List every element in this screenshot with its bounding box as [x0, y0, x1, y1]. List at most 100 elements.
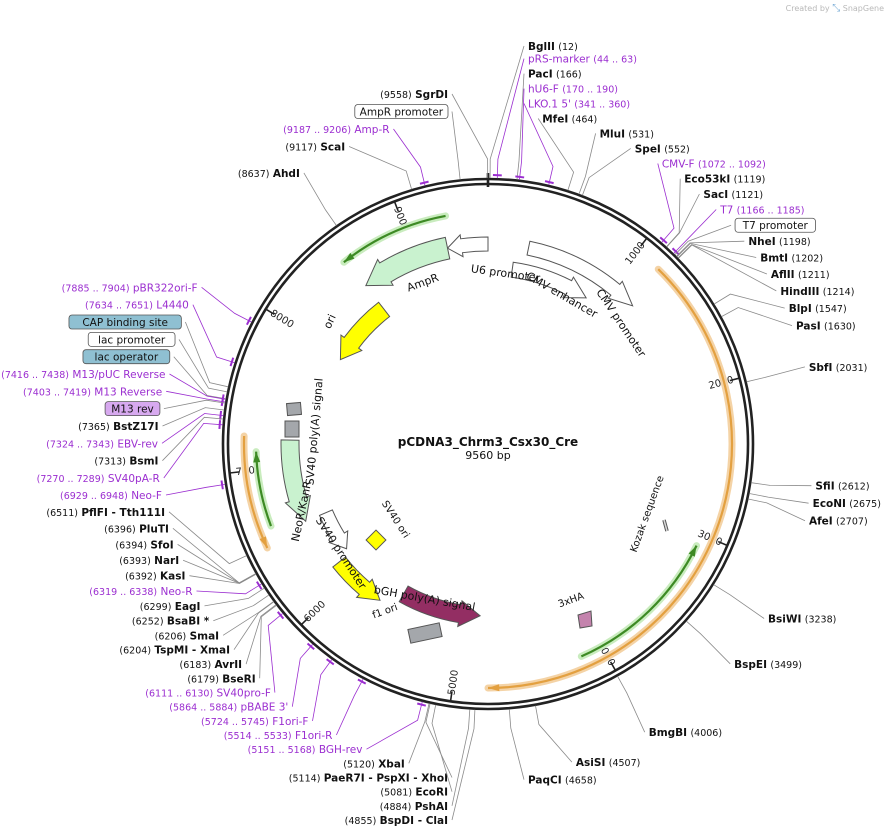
enzyme-name: AvrII [215, 659, 243, 671]
label-group: (6929 .. 6948) Neo-F [60, 480, 226, 502]
primer-name: Amp-R [354, 124, 389, 136]
primer-range: 7324 .. 7343 [50, 439, 110, 450]
enzyme-position: 1630 [828, 322, 852, 333]
enzyme-position: 1202 [795, 253, 819, 264]
enzyme-name: MluI [600, 128, 625, 140]
boxed-label: lac operator [95, 352, 159, 364]
primer-site-mark [220, 480, 224, 490]
primer-label: (6929 .. 6948) Neo-F [60, 490, 162, 502]
label-group: (4855) BspDI - ClaI [345, 709, 476, 827]
primer-name: SV40pA-R [108, 473, 160, 485]
enzyme-label: (6183) AvrII [180, 659, 243, 671]
enzyme-position: 6183 [183, 660, 207, 671]
label-group: (5114) PaeR7I - PspXI - XhoI [289, 703, 453, 785]
enzyme-label: (6511) PflFI - Tth111I [46, 507, 165, 519]
feature-cmv-promoter [526, 240, 634, 307]
feature-label: SV40 ori [379, 499, 411, 540]
enzyme-name: Eco53kI [684, 174, 730, 186]
creator-brand: SnapGene [842, 4, 884, 13]
tick-mark [300, 617, 309, 626]
enzyme-name: TspMI - XmaI [154, 645, 230, 657]
label-group: (7313) BsmI [94, 416, 224, 468]
creator-prefix: Created by [785, 4, 830, 13]
enzyme-name: BspEI [734, 659, 767, 671]
label-leader-line [169, 373, 226, 400]
primer-name: pBR322ori-F [133, 282, 198, 294]
label-leader-line [489, 45, 525, 179]
enzyme-label: BspEI (3499) [734, 659, 802, 671]
feature-label: Cre [509, 628, 530, 644]
enzyme-label: PaqCI (4658) [528, 775, 597, 787]
label-leader-line [666, 178, 681, 248]
primer-range: 44 .. 63 [597, 55, 633, 66]
enzyme-position: 6511 [50, 508, 74, 519]
primer-range: 6929 .. 6948 [64, 491, 124, 502]
label-leader-line [393, 128, 426, 186]
label-group: (5081) EcoRI [380, 704, 453, 799]
label-group: hU6-F (170 .. 190) [515, 84, 618, 180]
label-leader-line [303, 172, 337, 226]
label-group: LKO.1 5' (341 .. 360) [523, 99, 630, 186]
enzyme-position: 4507 [612, 758, 636, 769]
enzyme-label: (8637) AhdI [238, 168, 300, 180]
enzyme-name: BsmI [129, 456, 158, 468]
primer-range: 5864 .. 5884 [173, 703, 233, 714]
primer-range: 7270 .. 7289 [40, 474, 100, 485]
label-leader-line [291, 643, 314, 707]
enzyme-name: XbaI [378, 758, 405, 770]
enzyme-position: 2031 [839, 363, 863, 374]
feature-label: SV40 poly(A) signal [303, 378, 325, 486]
primer-site-mark [419, 180, 429, 185]
enzyme-name: AsiSI [576, 757, 605, 769]
label-group: AfeI (2707) [748, 498, 868, 528]
enzyme-name: PshAI [415, 801, 448, 813]
primer-label: (5864 .. 5884) pBABE 3' [169, 702, 288, 714]
enzyme-label: (6179) BseRI [187, 673, 255, 685]
enzyme-name: NarI [154, 555, 179, 567]
orf-amp-inner-arrowhead [343, 252, 355, 263]
tick-mark [229, 471, 240, 474]
enzyme-position: 5120 [347, 759, 371, 770]
label-leader-line [451, 709, 476, 821]
label-leader-line [366, 701, 423, 750]
enzyme-name: PaeR7I - PspXI - XhoI [324, 773, 448, 785]
primer-label: LKO.1 5' (341 .. 360) [528, 99, 630, 111]
snapgene-logo-icon: ⤡ [832, 3, 841, 14]
enzyme-position: 552 [668, 144, 686, 155]
enzyme-label: BmtI (1202) [760, 252, 823, 264]
enzyme-label: BglII (12) [528, 41, 578, 53]
label-group: (6392) KasI [125, 571, 257, 584]
label-leader-line [451, 111, 461, 180]
label-group: (6299) EagI [140, 587, 265, 613]
enzyme-label: SpeI (552) [635, 143, 690, 155]
label-leader-line [537, 118, 575, 191]
boxed-label: CAP binding site [82, 317, 168, 329]
label-leader-line [162, 407, 225, 427]
label-leader-line [189, 573, 257, 584]
label-leader-line [348, 146, 412, 190]
label-group: SfiI (2612) [751, 481, 870, 493]
label-leader-line [516, 73, 525, 180]
orf-cre-inner [577, 542, 701, 660]
enzyme-label: (6299) EagI [140, 601, 201, 613]
feature-sv40-promoter [318, 509, 349, 550]
label-group: BmgBI (4006) [617, 676, 722, 739]
enzyme-position: 464 [575, 114, 593, 125]
enzyme-position: 6206 [158, 631, 182, 642]
boxed-label-frame [87, 331, 176, 347]
label-leader-line [425, 703, 453, 778]
label-leader-line [196, 583, 262, 595]
enzyme-position: 6392 [129, 572, 153, 583]
label-group: MluI (531) [578, 128, 654, 195]
label-leader-line [182, 559, 257, 584]
enzyme-name: BglII [528, 41, 555, 53]
primer-name: Neo-F [131, 490, 162, 502]
enzyme-name: SpeI [635, 143, 661, 155]
enzyme-name: SfoI [150, 539, 173, 551]
enzyme-label: (7365) BstZ17I [78, 421, 158, 433]
label-group: (6111 .. 6130) SV40pro-F [145, 611, 285, 700]
enzyme-position: 5081 [384, 788, 408, 799]
label-group: PaqCI (4658) [508, 709, 597, 787]
label-group: (5120) XbaI [343, 703, 430, 770]
enzyme-name: EcoNI [813, 498, 846, 510]
